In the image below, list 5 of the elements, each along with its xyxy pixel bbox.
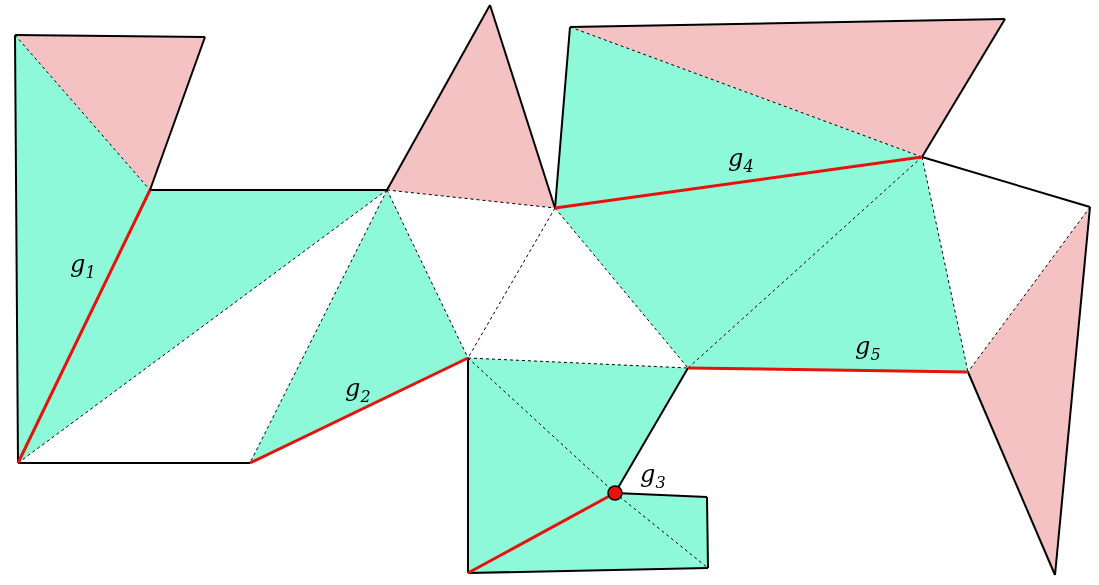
segment-label: g$_{1}$ [70,252,96,281]
segment-label: g$_{2}$ [345,376,371,405]
segment-label: g$_{5}$ [855,334,881,363]
segment-label: g$_{4}$ [728,146,754,175]
segment-label: g$_{3}$ [640,462,666,491]
